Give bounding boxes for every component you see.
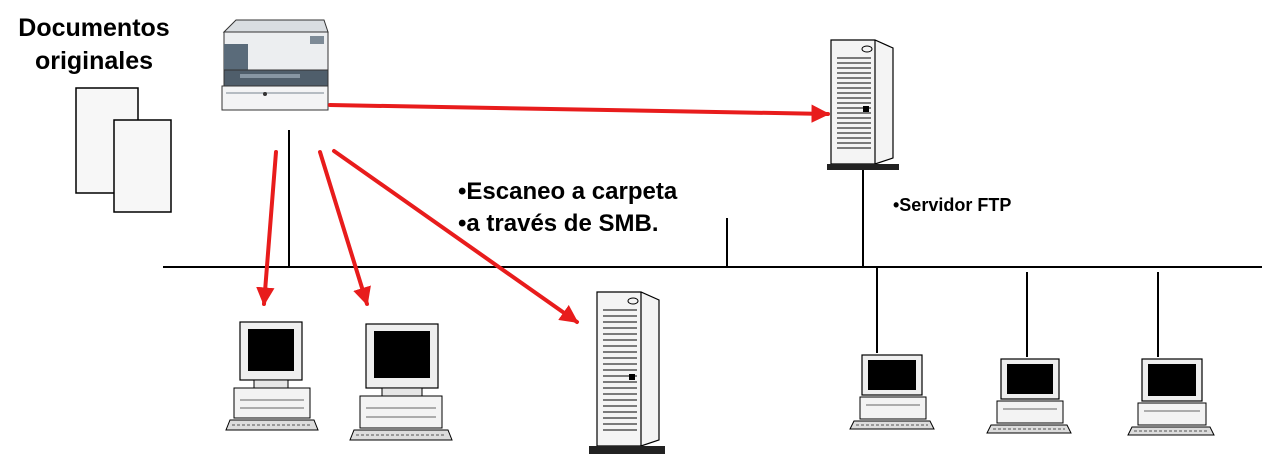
tower-server-icon (589, 291, 665, 454)
smb-caption-line-2: •a través de SMB. (458, 210, 659, 237)
desktop-computer-icon (225, 321, 319, 431)
arrow-to-smb-server (332, 149, 579, 324)
originals-label-line-2: originales (34, 47, 154, 75)
ftp-server-caption: •Servidor FTP (893, 195, 1012, 215)
desktop-computer-icon (986, 358, 1072, 434)
arrow-to-pc-2 (318, 150, 371, 306)
originals-label: Documentos originales (14, 12, 174, 78)
multifunction-printer-icon (221, 19, 329, 111)
tower-server-icon (827, 39, 899, 170)
smb-caption-line-1: •Escaneo a carpeta (458, 178, 678, 205)
desktop-computer-icon (1127, 358, 1215, 436)
arrow-to-pc-1 (256, 150, 278, 306)
scan-flow-arrows (256, 103, 830, 324)
arrow-to-ftp-server (328, 103, 830, 123)
documents-icon (75, 87, 172, 213)
desktop-computer-icon (849, 354, 935, 430)
originals-label-line-1: Documentos (18, 14, 170, 42)
desktop-computer-icon (349, 323, 453, 441)
network-lines (163, 130, 1262, 357)
smb-scan-caption: •Escaneo a carpeta •a través de SMB. (458, 176, 677, 240)
